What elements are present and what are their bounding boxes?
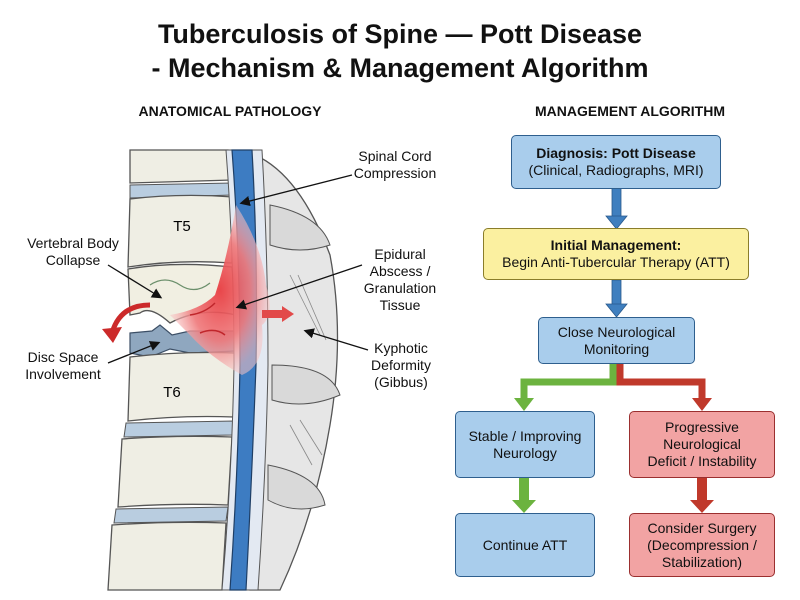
pointer-cord [239,174,353,207]
vertebra-t6 [127,351,237,422]
box-diagnosis: Diagnosis: Pott Disease (Clinical, Radio… [511,135,721,189]
section-heading-anatomy: ANATOMICAL PATHOLOGY [138,103,322,119]
box-consider-surgery: Consider Surgery (Decompression / Stabil… [629,513,775,577]
arrow-initial-to-monitoring [605,279,628,318]
pointer-abscess [235,264,363,310]
arrow-progressive-to-surgery [690,478,714,513]
title-line-1: Tuberculosis of Spine — Pott Disease [157,19,643,49]
pointer-disc [107,341,161,364]
box-progressive-deficit: Progressive Neurological Deficit / Insta… [629,411,775,478]
disc-lower [123,420,235,438]
title-line-2: - Mechanism & Management Algorithm [151,53,649,83]
label-kyphotic-deformity: Kyphotic Deformity (Gibbus) [371,340,431,390]
section-heading-algorithm: MANAGEMENT ALGORITHM [534,103,726,119]
vertebra-bottom [107,521,227,591]
pointer-collapse [107,264,163,299]
spine-illustration: T5 T6 [102,149,369,591]
spinous-process-lower [267,464,326,510]
vertebra-label-t6: T6 [163,384,181,401]
label-epidural-abscess: Epidural Abscess / Granulation Tissue [363,246,437,313]
box-neuro-monitoring: Close Neurological Monitoring [538,317,695,364]
box-continue-att: Continue ATT [455,513,595,577]
arrow-monitoring-to-progressive [616,364,712,411]
arrow-monitoring-to-stable [514,364,617,411]
spinous-process-mid [271,364,341,405]
box-initial-management: Initial Management: Begin Anti-Tubercula… [483,228,749,280]
label-disc-space-involvement: Disc Space Involvement [25,349,101,382]
epidural-abscess [170,205,270,375]
label-spinal-cord-compression: Spinal Cord Compression [353,148,437,181]
vertebra-top [129,149,233,184]
compression-arrow [262,310,284,318]
vertebra-lower [117,435,233,508]
arrow-stable-to-continue [512,478,536,513]
vertebra-label-t5: T5 [173,218,191,235]
arrow-diagnosis-to-initial [605,187,628,230]
box-stable-neurology: Stable / Improving Neurology [455,411,595,478]
label-vertebral-body-collapse: Vertebral Body Collapse [27,235,119,268]
spinous-process-upper [269,204,331,251]
pointer-kyphosis [303,328,369,351]
disc-lowest [113,506,229,524]
